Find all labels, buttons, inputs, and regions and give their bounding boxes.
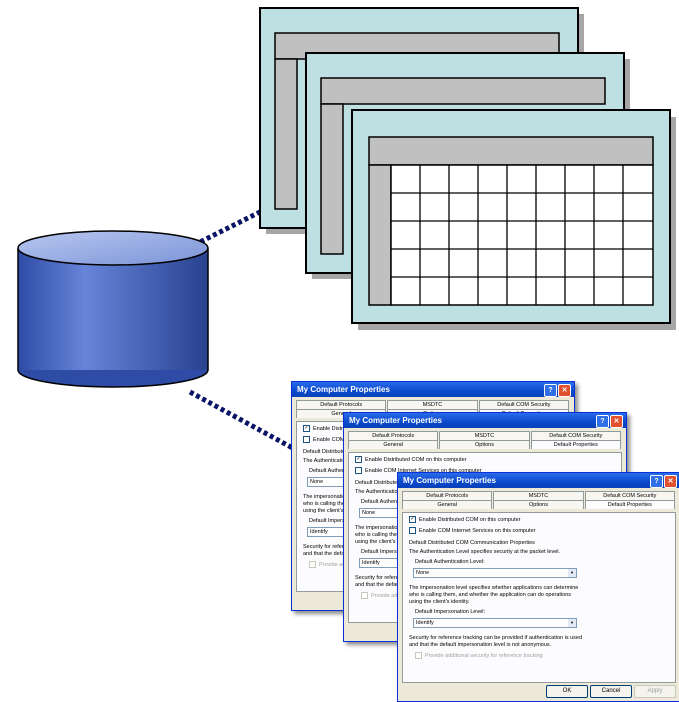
tab-row-top: Default Protocols MSDTC Default COM Secu…	[348, 431, 622, 440]
auth-level-value: None	[310, 479, 324, 485]
tab-row-top: Default Protocols MSDTC Default COM Secu…	[296, 400, 570, 409]
enable-com-internet-checkbox[interactable]	[409, 527, 416, 534]
imp-description-line3: using the client's identity.	[355, 539, 416, 545]
tab-general[interactable]: General	[348, 440, 439, 449]
tab-general[interactable]: General	[402, 500, 493, 509]
enable-com-internet-row[interactable]: Enable COM Internet Services on this com…	[355, 467, 615, 474]
tab-options[interactable]: Options	[439, 440, 530, 449]
imp-description-line3: using the client's identity.	[303, 508, 364, 514]
close-icon[interactable]: ✕	[610, 415, 623, 428]
apply-button[interactable]: Apply	[634, 685, 676, 698]
tab-row-top: Default Protocols MSDTC Default COM Secu…	[402, 491, 676, 500]
imp-level-label: Default Impersonation Level:	[415, 609, 486, 615]
imp-level-select[interactable]: Identify ▼	[413, 618, 577, 628]
tab-default-protocols[interactable]: Default Protocols	[296, 400, 387, 409]
enable-dcom-row[interactable]: ✓Enable Distributed COM on this computer	[355, 456, 615, 463]
dialog-title: My Computer Properties	[403, 476, 496, 485]
additional-security-row[interactable]: Provide additional security for referenc…	[415, 652, 669, 659]
auth-level-value: None	[362, 510, 376, 516]
tab-default-com-security[interactable]: Default COM Security	[584, 491, 675, 500]
enable-com-internet-row[interactable]: Enable COM Internet Services on this com…	[409, 527, 669, 534]
tab-row-bottom: General Options Default Properties	[402, 500, 676, 509]
help-icon[interactable]: ?	[650, 475, 663, 488]
tab-row-bottom: General Options Default Properties	[348, 440, 622, 449]
tab-page: ✓Enable Distributed COM on this computer…	[402, 512, 676, 683]
tab-default-protocols[interactable]: Default Protocols	[348, 431, 439, 440]
tab-default-com-security[interactable]: Default COM Security	[478, 400, 569, 409]
database-icon	[17, 230, 209, 388]
diagram-canvas	[17, 7, 676, 455]
close-icon[interactable]: ✕	[664, 475, 677, 488]
chevron-down-icon[interactable]: ▼	[568, 619, 576, 627]
additional-security-checkbox[interactable]	[309, 561, 316, 568]
table-grid-lines	[391, 165, 653, 305]
additional-security-checkbox[interactable]	[415, 652, 422, 659]
auth-level-value: None	[416, 570, 430, 576]
enable-com-internet-label: Enable COM Internet Services on this com…	[365, 467, 482, 474]
close-icon[interactable]: ✕	[558, 384, 571, 397]
security-line2: and that the default impersonation level…	[409, 642, 552, 648]
enable-dcom-label: Enable Distributed COM on this computer	[365, 456, 467, 463]
imp-description-line1: The impersonation level specifies whethe…	[409, 585, 579, 591]
dialog-title-bar[interactable]: My Computer Properties ? ✕	[398, 473, 679, 488]
cancel-button[interactable]: Cancel	[590, 685, 632, 698]
imp-level-value: Identify	[362, 560, 380, 566]
dialog-title: My Computer Properties	[297, 385, 390, 394]
auth-level-label: Default Authentication Level:	[415, 559, 485, 565]
imp-description-line3: using the client's identity.	[409, 599, 470, 605]
imp-level-label: Default Impersonation Level:	[361, 549, 432, 555]
additional-security-checkbox[interactable]	[361, 592, 368, 599]
enable-dcom-checkbox[interactable]: ✓	[355, 456, 362, 463]
help-icon[interactable]: ?	[544, 384, 557, 397]
dialog-title-bar[interactable]: My Computer Properties ? ✕	[344, 413, 626, 428]
tab-default-properties[interactable]: Default Properties	[530, 440, 621, 449]
tab-msdtc[interactable]: MSDTC	[493, 491, 584, 500]
enable-dcom-checkbox[interactable]: ✓	[303, 425, 310, 432]
enable-com-internet-checkbox[interactable]	[355, 467, 362, 474]
auth-level-label: Default Authentication Level:	[361, 499, 431, 505]
security-line1: Security for reference tracking can be p…	[409, 635, 583, 641]
ok-button[interactable]: OK	[546, 685, 588, 698]
imp-description-line2: who is calling them, and whether the app…	[409, 592, 572, 598]
tab-default-com-security[interactable]: Default COM Security	[530, 431, 621, 440]
enable-dcom-checkbox[interactable]: ✓	[409, 516, 416, 523]
enable-dcom-row[interactable]: ✓Enable Distributed COM on this computer	[409, 516, 669, 523]
table-sheet-front	[351, 109, 676, 330]
imp-level-value: Identify	[310, 529, 328, 535]
imp-level-value: Identify	[416, 620, 434, 626]
dialog-title-bar[interactable]: My Computer Properties ? ✕	[292, 382, 574, 397]
tab-options[interactable]: Options	[493, 500, 584, 509]
tab-default-protocols[interactable]: Default Protocols	[402, 491, 493, 500]
enable-com-internet-checkbox[interactable]	[303, 436, 310, 443]
group-heading: Default Distributed COM Communication Pr…	[409, 540, 535, 546]
auth-level-select[interactable]: None ▼	[413, 568, 577, 578]
properties-dialog-front: My Computer Properties ? ✕ Default Proto…	[397, 472, 679, 702]
help-icon[interactable]: ?	[596, 415, 609, 428]
enable-dcom-label: Enable Distributed COM on this computer	[419, 516, 521, 523]
tab-msdtc[interactable]: MSDTC	[439, 431, 530, 440]
dialog-title: My Computer Properties	[349, 416, 442, 425]
enable-com-internet-label: Enable COM Internet Services on this com…	[419, 527, 536, 534]
additional-security-label: Provide additional security for referenc…	[425, 652, 543, 659]
auth-description: The Authentication Level specifies secur…	[409, 549, 561, 555]
connector-to-dialogs	[188, 389, 302, 455]
tab-default-properties[interactable]: Default Properties	[584, 500, 675, 509]
chevron-down-icon[interactable]: ▼	[568, 569, 576, 577]
tab-msdtc[interactable]: MSDTC	[387, 400, 478, 409]
